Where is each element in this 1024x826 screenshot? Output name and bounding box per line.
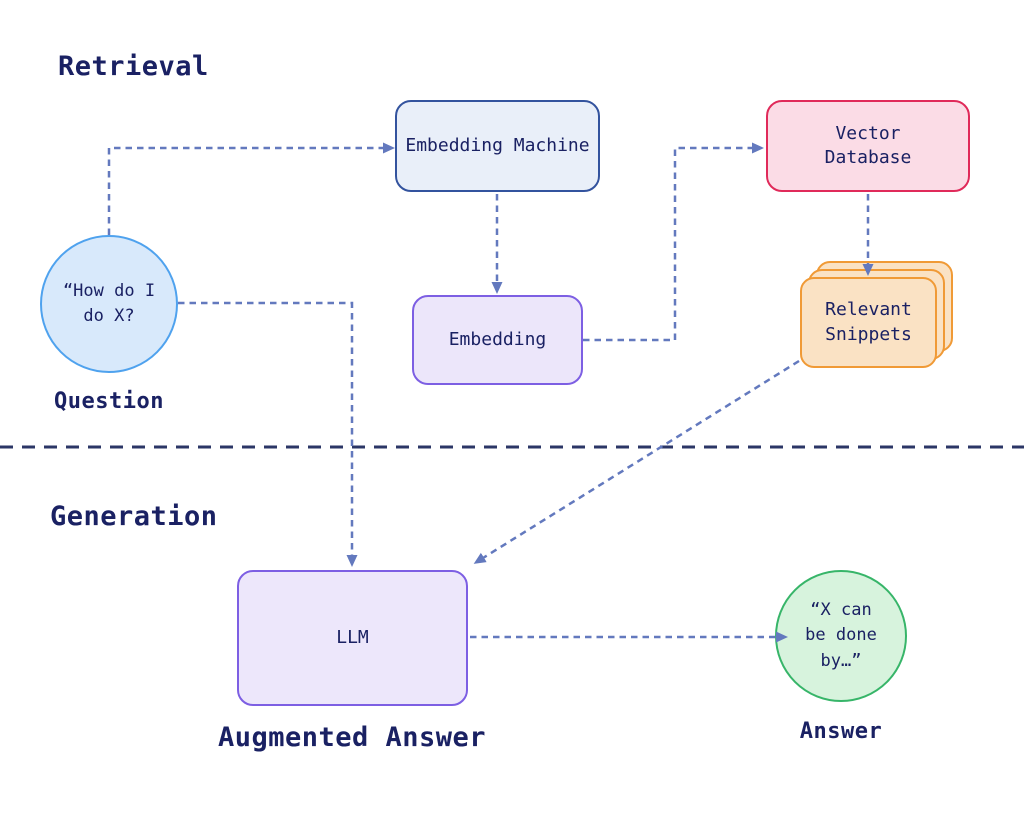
section-title-generation: Generation <box>50 501 218 532</box>
caption-answer: Answer <box>799 719 883 744</box>
arrow-embedding-to-vector-database <box>583 142 764 342</box>
node-embedding: Embedding <box>412 295 583 385</box>
node-vector-database: Vector Database <box>766 100 970 192</box>
node-answer: “X can be done by…” <box>775 570 907 702</box>
caption-question: Question <box>54 389 164 414</box>
node-question: “How do I do X? <box>40 235 178 373</box>
caption-augmented-answer: Augmented Answer <box>217 722 487 753</box>
section-title-retrieval: Retrieval <box>58 51 209 82</box>
arrow-question-to-embedding-machine <box>107 142 395 235</box>
node-llm: LLM <box>237 570 468 706</box>
arrow-snippets-to-llm <box>473 359 800 564</box>
node-embedding-machine: Embedding Machine <box>395 100 600 192</box>
node-relevant-snippets: Relevant Snippets <box>800 277 937 368</box>
